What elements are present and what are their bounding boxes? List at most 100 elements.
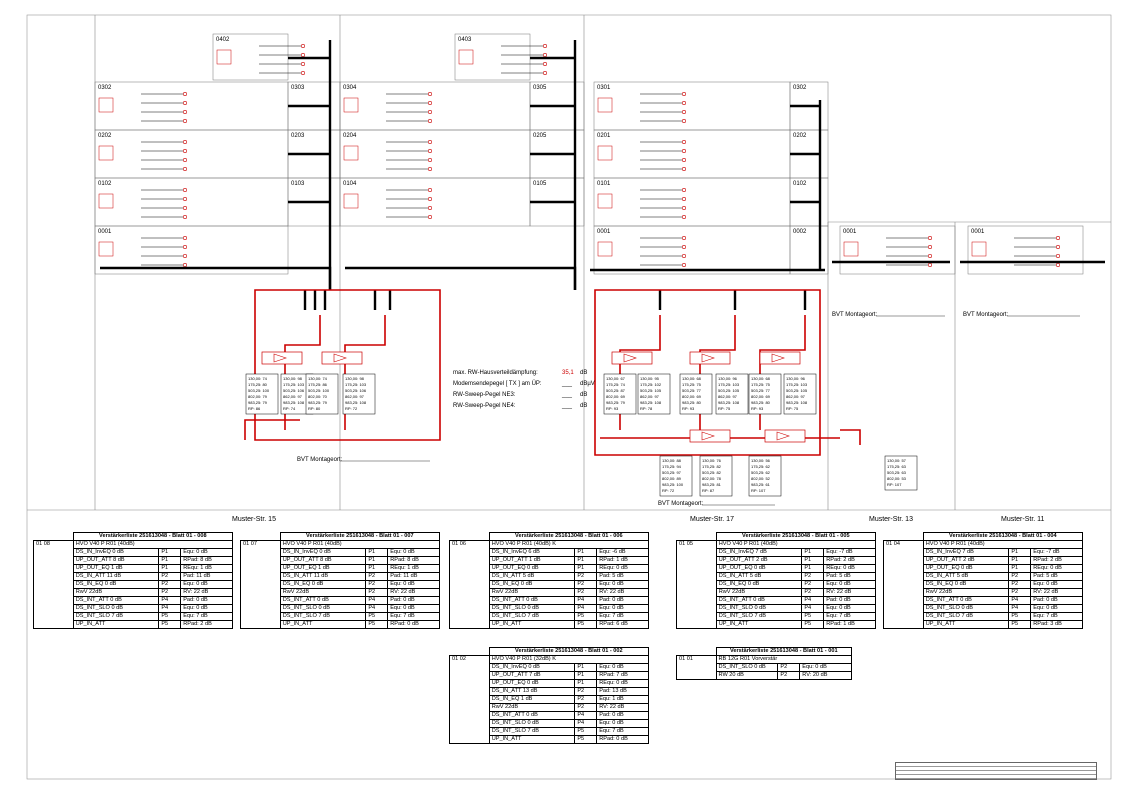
socket-symbol: [681, 140, 686, 145]
room-outline: [593, 129, 791, 179]
level-value: 130,00: 88: [662, 458, 682, 463]
socket-symbol: [300, 52, 305, 57]
socket-symbol: [927, 245, 932, 250]
table-cell: P2: [158, 572, 182, 581]
table-cell: P2: [574, 703, 598, 712]
table-title: Verstärkerliste 251613048 - Blatt 01 - 0…: [488, 647, 650, 656]
table-cell: Pad: 0 dB: [387, 596, 440, 605]
room-block: 0301: [593, 81, 791, 131]
amp-triangle: [701, 431, 715, 441]
table-cell: Equ: 0 dB: [1030, 580, 1083, 589]
room-outline: [339, 81, 531, 131]
table-cell: Equ: -7 dB: [823, 548, 876, 557]
splitter-box: [343, 145, 359, 161]
socket-symbol: [1056, 236, 1061, 241]
socket-symbol: [183, 101, 188, 106]
table-cell: P1: [1008, 548, 1032, 557]
socket-symbol: [427, 149, 432, 154]
table-cell: P1: [365, 556, 389, 565]
room-outline: [339, 129, 531, 179]
level-value: RP: 107: [751, 488, 766, 493]
table-cell: P1: [801, 564, 825, 573]
table-cell: UP_OUT_EQ 1 dB: [72, 564, 160, 573]
splitter-box: [458, 49, 474, 65]
level-value: 862,00: 97: [283, 394, 303, 399]
amp-body: [611, 351, 653, 365]
table-cell: P1: [574, 556, 598, 565]
readout-unit-3: dB: [580, 392, 587, 398]
table-cell: DS_IN_EQ 0 dB: [72, 580, 160, 589]
socket-symbol: [681, 245, 686, 250]
montage-label-1: BVT Montageort:: [297, 457, 343, 463]
table-cell: P4: [801, 596, 825, 605]
socket-symbol: [542, 43, 547, 48]
table-cell: Equ: 7 dB: [596, 612, 649, 621]
table-cell: REqu: 0 dB: [1030, 564, 1083, 573]
socket-symbol: [681, 254, 686, 259]
street-name-11: Muster-Str. 11: [1001, 516, 1045, 523]
socket-symbol: [183, 236, 188, 241]
table-cell: P4: [158, 604, 182, 613]
amp-body: [689, 351, 731, 365]
socket-symbol: [183, 262, 188, 267]
sheet-border: [26, 14, 1112, 780]
splitter-box: [843, 241, 859, 257]
table-header: HVO V40 P R01 (40dB): [715, 540, 877, 549]
table-location: 01 06: [449, 540, 490, 629]
table-cell: RV: 22 dB: [596, 588, 649, 597]
level-value: RP: 78: [640, 406, 653, 411]
socket-symbol: [542, 71, 547, 76]
level-value: 130,00: 98: [345, 376, 365, 381]
table-cell: Pad: 0 dB: [823, 596, 876, 605]
amp-cable: [594, 289, 821, 456]
level-value: 175,25: 103: [786, 382, 808, 387]
table-cell: P4: [574, 719, 598, 728]
level-value: 802,00: 69: [682, 394, 702, 399]
amp-body: [759, 351, 801, 365]
room-outline: [94, 225, 289, 275]
level-value: 130,00: 67: [606, 376, 626, 381]
table-cell: Equ: 7 dB: [1030, 612, 1083, 621]
socket-symbol: [183, 197, 188, 202]
table-cell: Pad: 11 dB: [180, 572, 233, 581]
table-cell: DS_INT_ATT 0 dB: [715, 596, 803, 605]
level-value: RP: 75: [718, 406, 731, 411]
table-cell: Equ: 0 dB: [180, 604, 233, 613]
room-id: 0402: [216, 37, 230, 43]
level-value: 175,25: 82: [702, 464, 722, 469]
table-cell: DS_IN_InvEQ 0 dB: [488, 663, 576, 672]
table-cell: REqu: 1 dB: [180, 564, 233, 573]
level-value: 983,25: 108: [640, 400, 662, 405]
table-cell: P1: [801, 548, 825, 557]
table-location: 01 08: [33, 540, 74, 629]
room-id: 0101: [597, 181, 611, 187]
table-cell: UP_IN_ATT: [488, 735, 576, 744]
level-value: 802,00: 52: [751, 476, 771, 481]
table-cell: Equ: 7 dB: [180, 612, 233, 621]
table-header: HVO V40 P R01 (40dB) K: [488, 540, 650, 549]
amplifier-table: Verstärkerliste 251613048 - Blatt 01 - 0…: [33, 532, 234, 629]
level-box-frame: [748, 373, 782, 415]
table-cell: REqu: 0 dB: [596, 679, 649, 688]
level-value: RP: 75: [786, 406, 799, 411]
splitter-box: [98, 241, 114, 257]
table-cell: Equ: 0 dB: [799, 663, 852, 672]
level-value: 503,25: 100: [308, 388, 330, 393]
room-block: 0001: [967, 225, 1084, 275]
table-cell: P5: [801, 620, 825, 629]
table-cell: P1: [158, 548, 182, 557]
level-value: 983,25: 108: [283, 400, 305, 405]
level-value: 983,25: 80: [682, 400, 702, 405]
socket-symbol: [681, 167, 686, 172]
level-value: 802,00: 89: [662, 476, 682, 481]
table-cell: RwV 22dB: [488, 703, 576, 712]
amp-triangle: [776, 431, 790, 441]
table-cell: RwV 22dB: [922, 588, 1010, 597]
socket-symbol: [183, 158, 188, 163]
room-outline: [94, 177, 289, 227]
